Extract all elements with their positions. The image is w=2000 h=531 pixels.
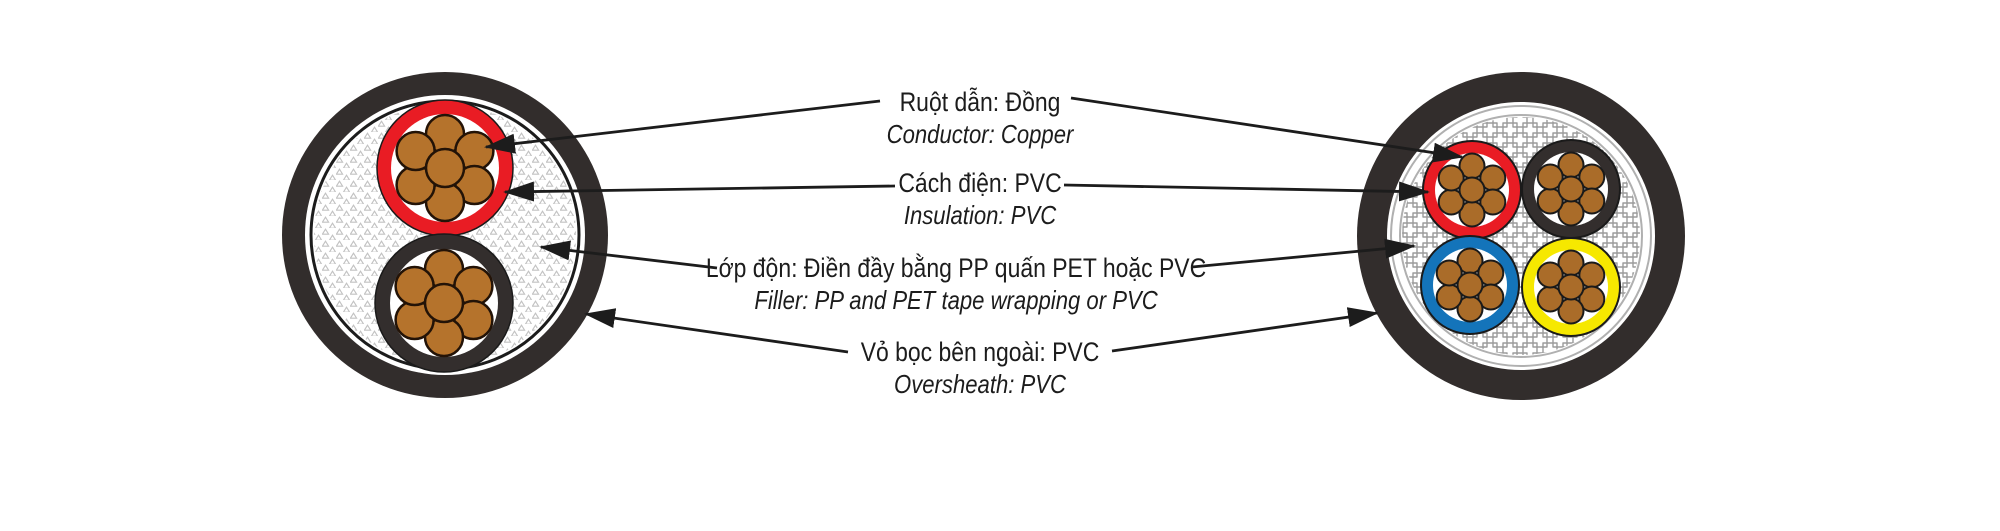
- leader-oversheath-left: [584, 308, 849, 354]
- label-insulation-vi: Cách điện: PVC: [898, 168, 1062, 198]
- label-oversheath-en: Oversheath: PVC: [894, 369, 1066, 399]
- right-cable: [1357, 72, 1685, 400]
- right-core-yellow: [1521, 237, 1621, 337]
- left-core-red: [376, 99, 514, 237]
- right-core-red: [1422, 140, 1522, 240]
- leader-insulation-left: [503, 181, 896, 202]
- left-core-black: [374, 233, 514, 373]
- label-filler-vi: Lớp độn: Điền đầy bằng PP quấn PET hoặc …: [705, 253, 1207, 283]
- leader-filler-left: [539, 240, 718, 270]
- left-cable: [282, 72, 608, 398]
- label-insulation-en: Insulation: PVC: [903, 200, 1057, 230]
- label-conductor-vi: Ruột dẫn: Đồng: [899, 87, 1061, 117]
- label-filler: Lớp độn: Điền đầy bằng PP quấn PET hoặc …: [706, 252, 1206, 316]
- right-core-black: [1521, 139, 1621, 239]
- leader-insulation-right: [1063, 181, 1430, 202]
- leader-filler-right: [1191, 238, 1416, 269]
- leader-oversheath-right: [1111, 307, 1379, 353]
- label-oversheath-vi: Vỏ bọc bên ngoài: PVC: [860, 337, 1100, 367]
- label-oversheath: Vỏ bọc bên ngoài: PVC Oversheath: PVC: [861, 336, 1100, 400]
- right-tape-outer: [1390, 105, 1652, 367]
- leader-conductor-right: [1070, 96, 1464, 163]
- leader-lines: [484, 96, 1464, 354]
- label-insulation: Cách điện: PVC Insulation: PVC: [898, 167, 1061, 231]
- label-filler-en: Filler: PP and PET tape wrapping or PVC: [754, 285, 1158, 315]
- label-conductor-en: Conductor: Copper: [886, 119, 1074, 149]
- label-conductor: Ruột dẫn: Đồng Conductor: Copper: [887, 86, 1074, 150]
- leader-conductor-left: [484, 99, 881, 154]
- right-core-blue: [1420, 235, 1520, 335]
